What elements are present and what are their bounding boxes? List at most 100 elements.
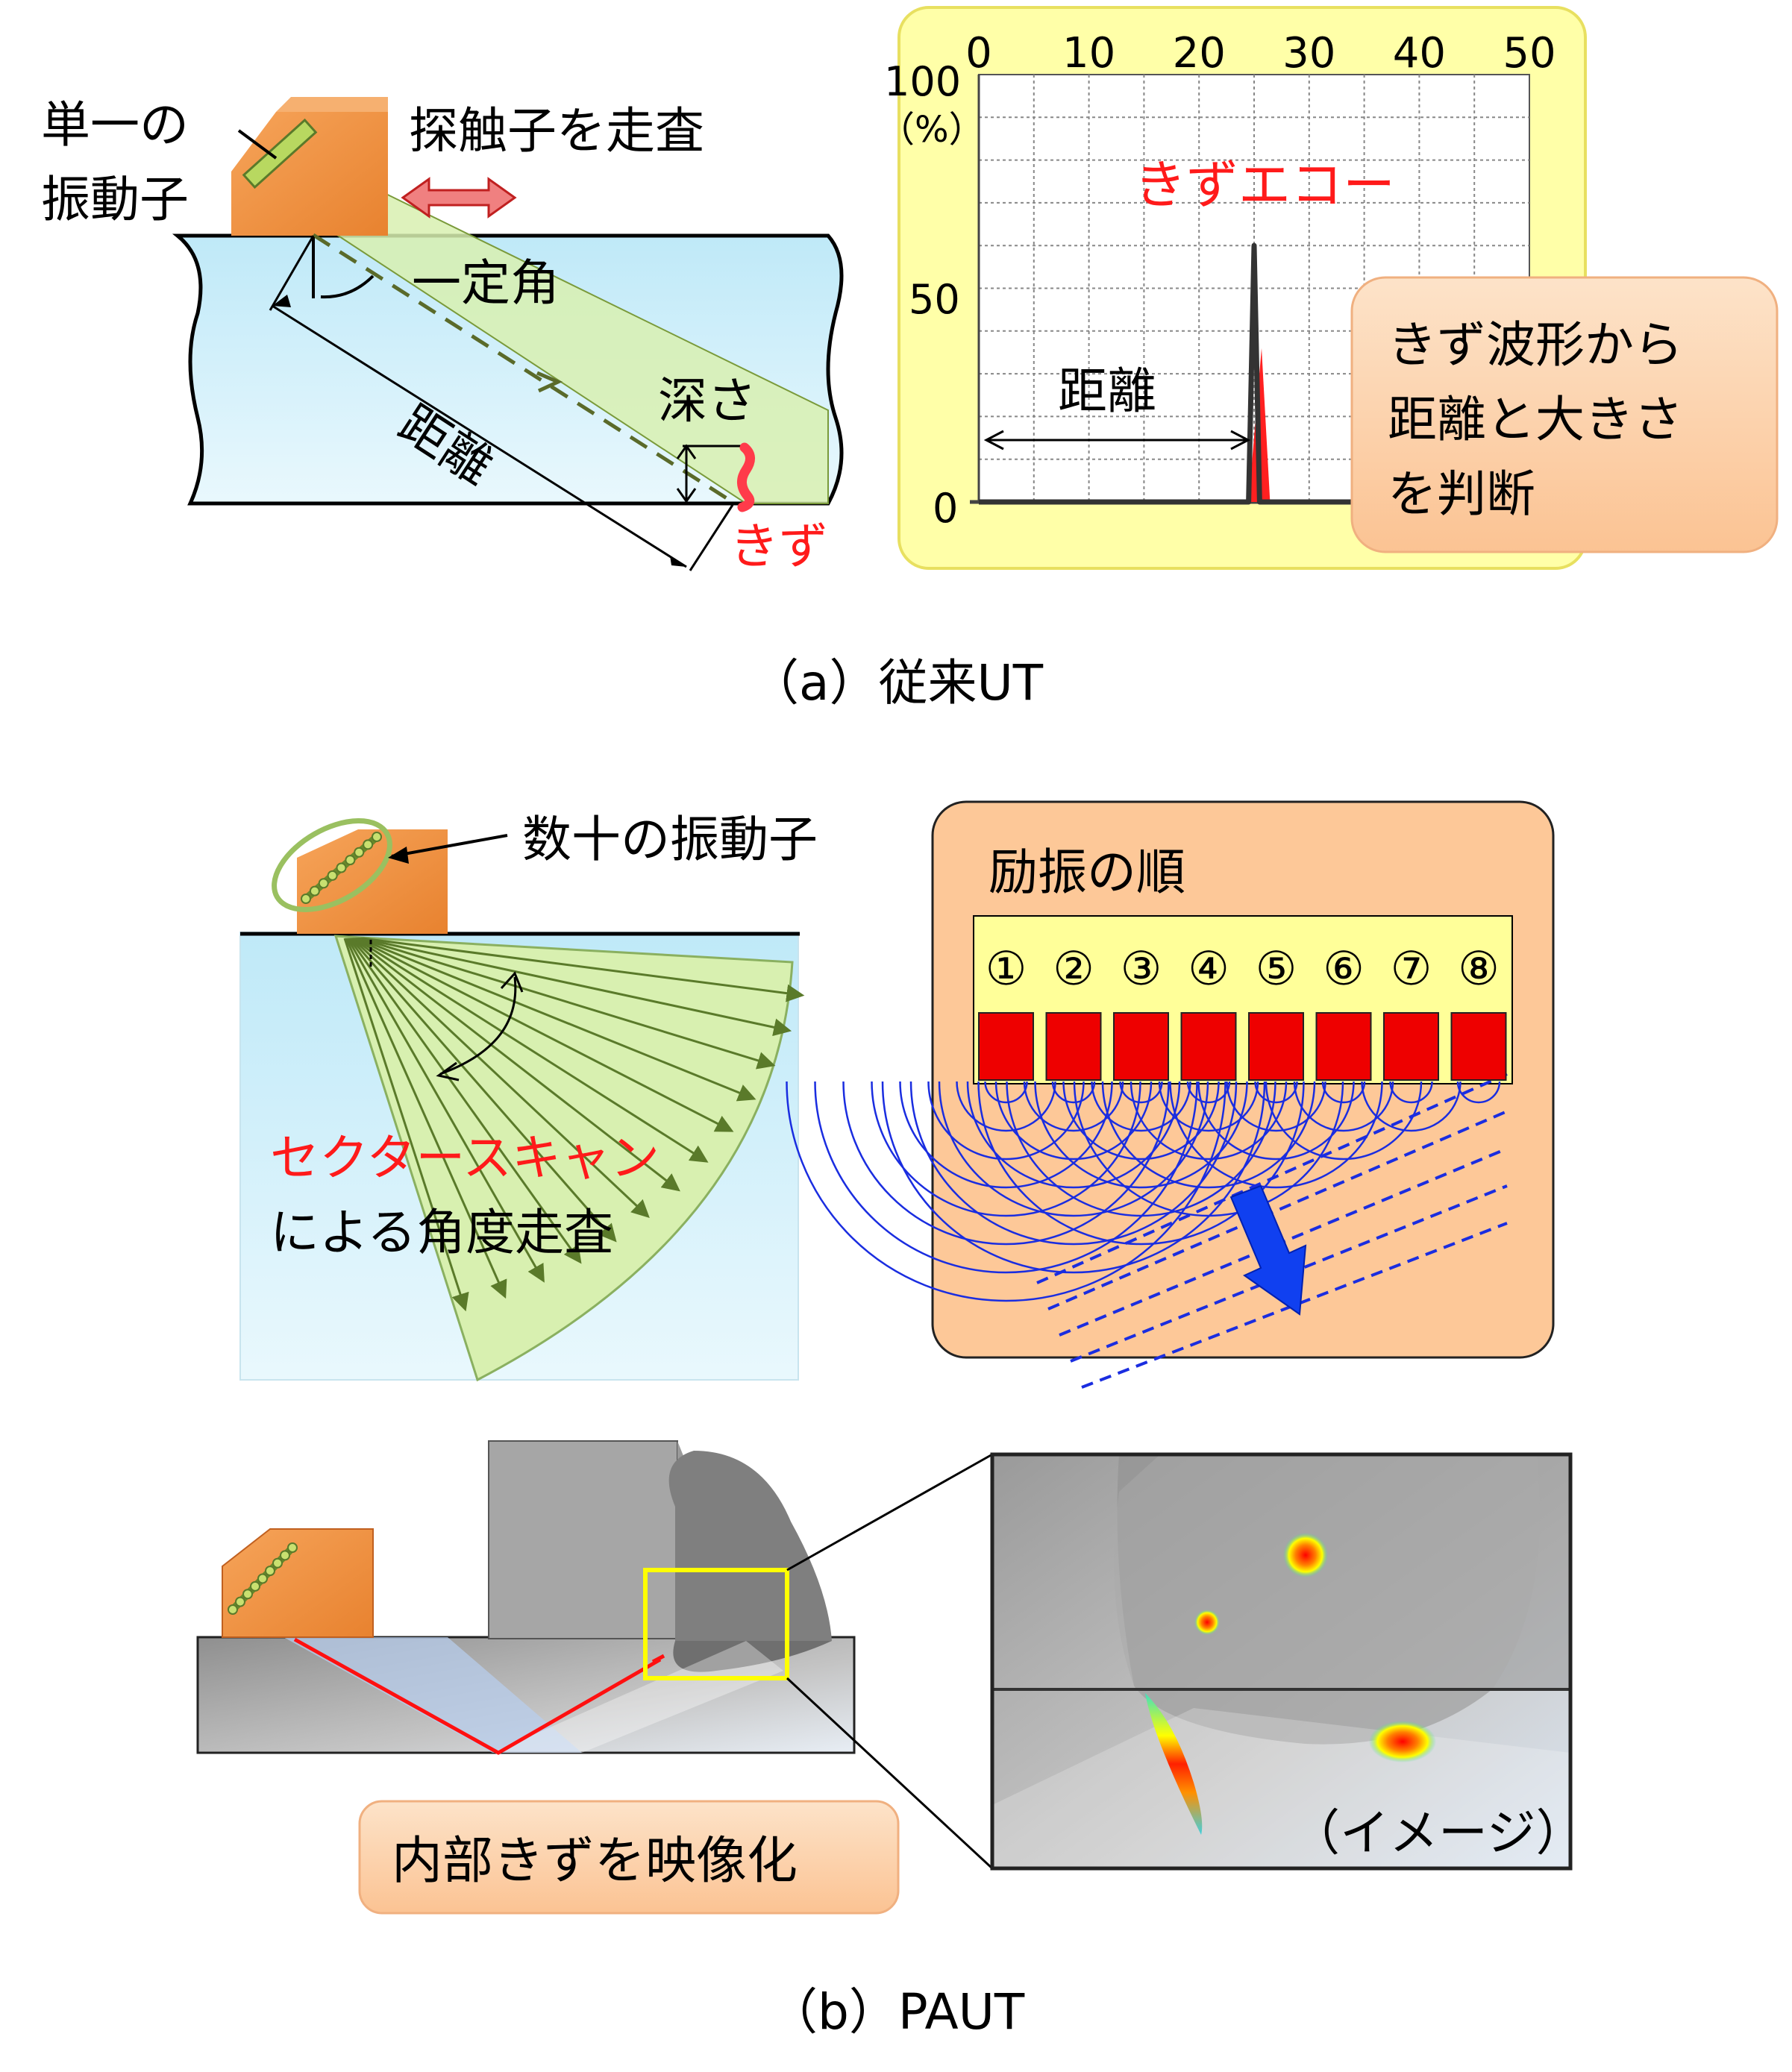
scan-double-arrow-icon (401, 177, 517, 219)
array-element-dot (287, 1542, 298, 1553)
transducer-element (242, 118, 318, 189)
sector-ray (353, 937, 680, 1192)
array-element-dot (363, 839, 374, 850)
array-element-dot (265, 1566, 275, 1577)
wave-arc (1101, 1081, 1316, 1189)
wave-arc (1023, 1081, 1124, 1132)
element-leader-line (237, 129, 278, 160)
excitation-element (978, 1012, 1034, 1081)
wave-arc (1158, 1081, 1259, 1132)
wave-arc (1073, 1081, 1344, 1217)
wave-arc (1006, 1081, 1276, 1217)
array-element-dot (301, 894, 311, 904)
imaging-callout (358, 1800, 900, 1915)
elements-leader-line (391, 834, 508, 858)
array-element-dot (345, 855, 356, 866)
element-number: ⑦ (1391, 941, 1432, 996)
callout-line-3: を判断 (1388, 465, 1535, 523)
flaw-spot-2 (1194, 1610, 1220, 1635)
element-highlight-ellipse (272, 818, 392, 912)
single-element-label-1: 単一の (41, 96, 189, 154)
array-element-dot (354, 847, 365, 858)
callout-line-1: きず波形から (1388, 316, 1683, 374)
array-element-dot (257, 1573, 268, 1584)
sector-ray (349, 938, 617, 1243)
array-element-dot (372, 832, 382, 842)
image-label: （イメージ） (1291, 1804, 1585, 1862)
element-number: ⑥ (1323, 941, 1365, 996)
wave-arc (909, 1081, 1238, 1246)
wave-arc (994, 1081, 1153, 1161)
flaw-mark (737, 442, 755, 512)
fixed-angle-label: 一定角 (412, 254, 560, 312)
crack-indication (1145, 1693, 1203, 1835)
element-number: ⑤ (1256, 941, 1297, 996)
weld-probe (222, 1528, 374, 1638)
array-element-dot (280, 1550, 290, 1561)
array-element-dot (327, 870, 338, 881)
sector-ray (357, 937, 756, 1102)
beam-path (293, 1637, 662, 1755)
flaw-label: きず (730, 518, 828, 575)
propagation-arrow-icon (1229, 1184, 1307, 1316)
wave-arc (1456, 1081, 1501, 1104)
wave-arc (1130, 1081, 1288, 1161)
beam-arrow-icon (536, 371, 563, 393)
sector-ray (356, 937, 734, 1132)
y-unit-label-2: （%） (879, 109, 985, 151)
sector-rays (343, 937, 805, 1312)
x-tick-label: 40 (1393, 29, 1446, 78)
wave-arc (1062, 1081, 1220, 1161)
weld-imaging-diagram (196, 1440, 994, 1870)
sector-ray (346, 938, 545, 1283)
caption-paut: （b）PAUT (768, 1983, 1025, 2041)
probe-top (276, 97, 388, 112)
y-tick-0: 0 (933, 485, 958, 532)
plane-wavefront (1081, 1222, 1508, 1389)
wave-arc (842, 1081, 1170, 1246)
element-number: ③ (1121, 941, 1162, 996)
angle-scan-label: による角度走査 (270, 1204, 613, 1261)
wave-arc (1293, 1081, 1394, 1132)
x-tick-label: 10 (1062, 29, 1115, 78)
sector-ray (360, 937, 792, 1037)
array-element-dot (309, 885, 320, 897)
weld-bead (668, 1451, 832, 1641)
sweep-arc-arrow (439, 976, 517, 1076)
wave-arc (977, 1081, 1305, 1246)
element-row (978, 1012, 1507, 1081)
weld-array-elements (228, 1542, 298, 1615)
conventional-ut-diagram (172, 97, 844, 571)
flaw-image-zoom (990, 1452, 1573, 1871)
excitation-element (1248, 1012, 1304, 1081)
wave-arc (1389, 1081, 1433, 1104)
y-unit-label-1: 100 (884, 58, 961, 105)
depth-label: 深さ (658, 372, 756, 430)
array-element-dot (235, 1596, 245, 1607)
element-number: ⑧ (1458, 941, 1500, 996)
excitation-element (1383, 1012, 1439, 1081)
judgment-callout (1350, 276, 1779, 553)
beam-axis (312, 233, 736, 506)
array-element-dot (272, 1557, 283, 1569)
echo-waveform (979, 242, 1529, 505)
imaging-label: 内部きずを映像化 (392, 1832, 798, 1891)
single-element-probe (231, 112, 388, 236)
wave-arc (1226, 1081, 1326, 1132)
wave-arc (871, 1081, 1141, 1217)
x-tick-label: 50 (1503, 29, 1556, 78)
zoom-box (643, 1568, 789, 1680)
element-number: ① (986, 941, 1027, 996)
plane-wavefront (1047, 1110, 1508, 1310)
wavefront-arcs (786, 1081, 1501, 1302)
sector-ray (359, 937, 776, 1070)
flaw-spot-3 (1369, 1721, 1436, 1762)
sector-scan-label: セクタースキャン (270, 1129, 660, 1187)
plane-wavefront (1036, 1073, 1508, 1284)
wave-arc (956, 1081, 1056, 1132)
array-element-dot (250, 1580, 260, 1592)
x-tick-label: 30 (1282, 29, 1335, 78)
vertical-plate (488, 1440, 678, 1639)
